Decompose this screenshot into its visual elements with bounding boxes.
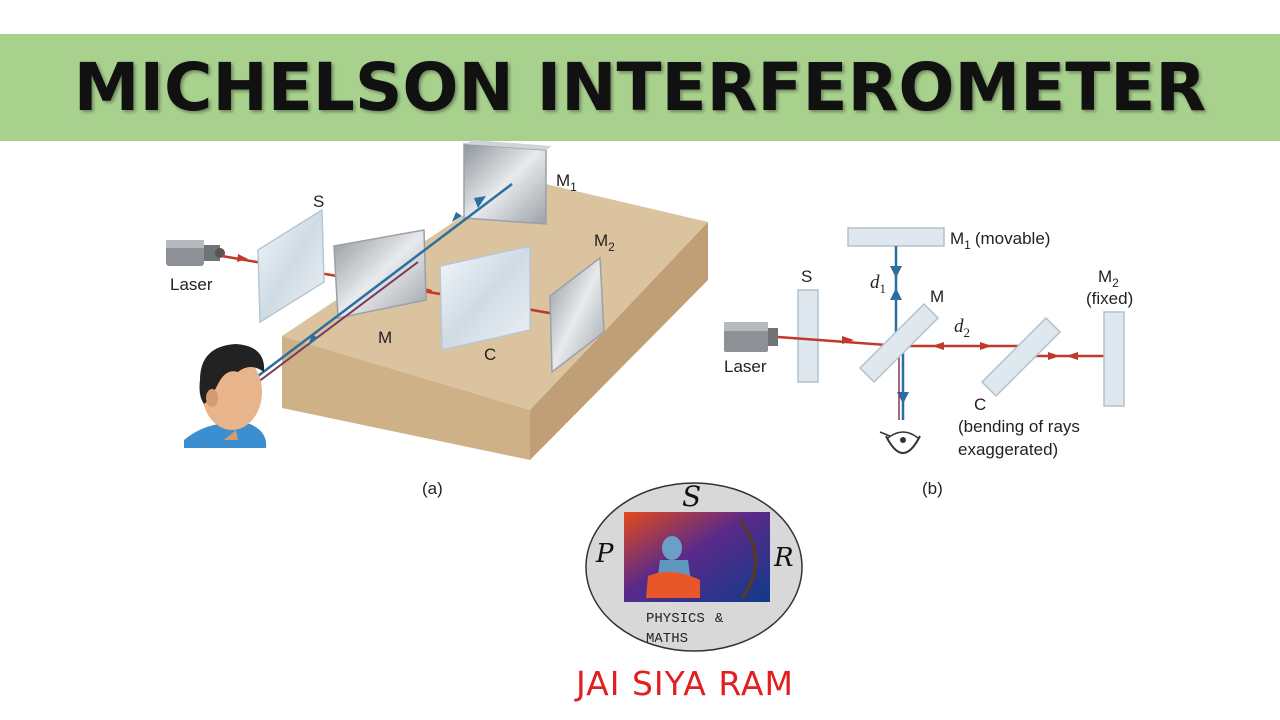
- logo-letter-p: P: [595, 539, 614, 569]
- plate-s-b: [797, 289, 819, 383]
- observer-person: [184, 344, 267, 448]
- m1-label-b: M1(movable): [950, 229, 1050, 252]
- footer-text: JAI SIYA RAM: [576, 664, 794, 703]
- eye-icon: [879, 431, 921, 454]
- s-label-b: S: [801, 267, 812, 286]
- m1-label-a: M1: [556, 171, 577, 194]
- mirror-m2-b: [1103, 311, 1125, 407]
- diagram-b: M1(movable) d1 M Laser S d2: [724, 227, 1133, 498]
- laser-device-a: [166, 240, 225, 266]
- logo-letter-s: S: [682, 480, 701, 513]
- splitter-m-b: [858, 302, 940, 384]
- logo-line2: MATHS: [646, 631, 688, 647]
- spr-logo: S P R PHYSICS& MATHS: [585, 480, 803, 652]
- horizontal-ray-b: [777, 335, 901, 348]
- logo-line1: PHYSICS&: [646, 611, 724, 627]
- m-label-b: M: [930, 287, 944, 306]
- splitter-m-a: [333, 229, 427, 319]
- title-banner: MICHELSON INTERFEROMETER: [0, 34, 1280, 141]
- plate-c-a: [439, 245, 531, 351]
- mirror-m2-a: [549, 256, 605, 374]
- page-title: MICHELSON INTERFEROMETER: [73, 49, 1207, 126]
- plate-s-a: [257, 208, 325, 324]
- diagram-a: Laser S M C M2 M1: [166, 140, 708, 498]
- laser-label-b: Laser: [724, 357, 767, 376]
- laser-label-a: Laser: [170, 275, 213, 294]
- caption-b: (b): [922, 479, 943, 498]
- c-label-b: C: [974, 395, 986, 414]
- blue-ray-a: [257, 183, 513, 377]
- d1-label-b: d1: [870, 272, 886, 296]
- laser-device-b: [724, 322, 778, 352]
- bending-note-line2: exaggerated): [958, 440, 1058, 459]
- c-label-a: C: [484, 345, 496, 364]
- plate-c-b: [980, 316, 1062, 398]
- m2-label-a: M2: [594, 231, 615, 254]
- m2-note-b: (fixed): [1086, 289, 1133, 308]
- logo-letter-r: R: [773, 543, 794, 573]
- m2-label-b: M2: [1098, 267, 1119, 290]
- s-label-a: S: [313, 192, 324, 211]
- bending-note-line1: (bending of rays: [958, 417, 1080, 436]
- m-label-a: M: [378, 328, 392, 347]
- caption-a: (a): [422, 479, 443, 498]
- table-front: [282, 336, 530, 460]
- d2-label-b: d2: [954, 316, 970, 340]
- table-side: [530, 222, 708, 460]
- mirror-m1-b: [847, 227, 945, 247]
